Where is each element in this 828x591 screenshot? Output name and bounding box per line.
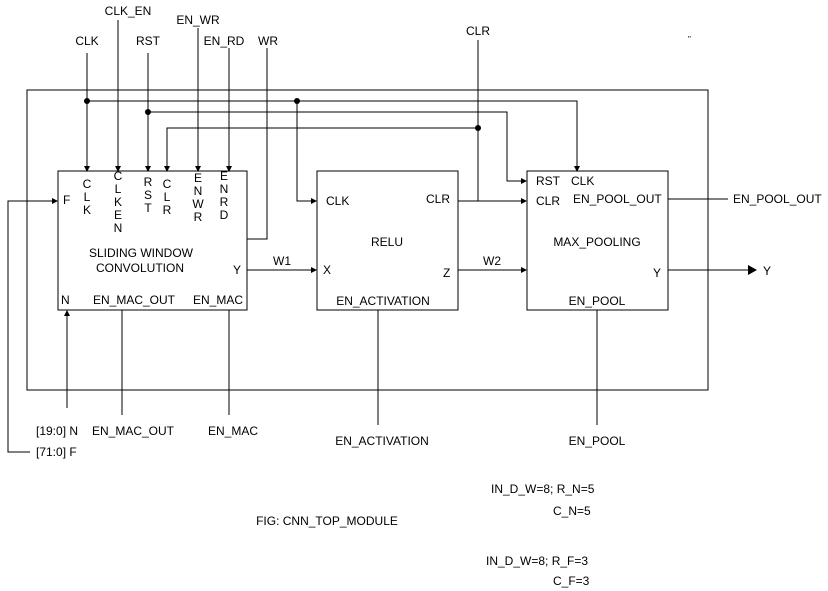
f-input-wire xyxy=(7,200,52,453)
en-activation-output-label: EN_ACTIVATION xyxy=(335,434,429,448)
conv-port-clken-letter: L xyxy=(115,182,122,196)
top-module-frame xyxy=(26,89,709,391)
conv-port-enwr-letter: R xyxy=(194,210,203,224)
pool-port-rst: RST xyxy=(536,174,561,188)
f-param-line2: C_F=3 xyxy=(553,574,590,588)
relu-clk-wire xyxy=(296,101,311,202)
en-wr-input-label: EN_WR xyxy=(176,13,220,27)
w2-label: W2 xyxy=(483,254,501,268)
relu-port-clk: CLK xyxy=(326,194,349,208)
rst-input-label: RST xyxy=(136,34,161,48)
clk-bus xyxy=(87,100,578,166)
clk-junction xyxy=(84,98,90,104)
pool-title: MAX_POOLING xyxy=(553,235,640,249)
conv-port-clk-letter: K xyxy=(83,203,91,217)
w2-arrow xyxy=(521,267,527,273)
en-pool-out-output-label: EN_POOL_OUT xyxy=(733,192,822,206)
wr-wire xyxy=(247,48,268,240)
en-rd-arrow xyxy=(226,166,232,172)
en-pool-output-label: EN_POOL xyxy=(569,434,626,448)
en-wr-arrow xyxy=(195,166,201,172)
relu-block xyxy=(316,170,459,311)
pool-block xyxy=(526,170,669,311)
w1-arrow xyxy=(311,267,317,273)
conv-port-clk-letter: C xyxy=(83,177,92,191)
conv-clr-arrow xyxy=(164,166,170,172)
en-mac-output-label: EN_MAC xyxy=(208,424,258,438)
conv-port-clken-letter: K xyxy=(114,195,122,209)
conv-port-clr-letter: L xyxy=(164,190,171,204)
conv-title-line1: SLIDING WINDOW xyxy=(89,246,194,260)
rst-arrow xyxy=(145,166,151,172)
rst-bus xyxy=(148,111,521,182)
w1-label: W1 xyxy=(273,254,291,268)
conv-port-rst-letter: T xyxy=(144,201,152,215)
wr-input-label: WR xyxy=(258,34,278,48)
conv-port-rst-letter: R xyxy=(144,175,153,189)
pool-clr-arrow xyxy=(521,198,527,204)
n-input-label: [19:0] N xyxy=(36,424,78,438)
relu-port-z: Z xyxy=(443,266,450,280)
clk-input-label: CLK xyxy=(75,34,98,48)
pool-rst-arrow xyxy=(521,178,527,184)
f-param-line1: IN_D_W=8; R_F=3 xyxy=(486,554,588,568)
clk-en-input-label: CLK_EN xyxy=(105,4,152,18)
y-output-label: Y xyxy=(763,264,771,278)
relu-title: RELU xyxy=(371,235,403,249)
conv-port-clr-letter: R xyxy=(163,203,172,217)
pool-port-en-pool: EN_POOL xyxy=(569,294,626,308)
stray-mark: " xyxy=(688,35,691,44)
clk-en-arrow xyxy=(115,166,121,172)
conv-port-enrd-letter: R xyxy=(220,195,229,209)
en-rd-input-label: EN_RD xyxy=(204,34,245,48)
conv-block xyxy=(57,170,248,311)
conv-port-clk-letter: L xyxy=(84,190,91,204)
conv-port-y: Y xyxy=(233,263,241,277)
clk-arrow xyxy=(84,166,90,172)
clr-bus xyxy=(166,127,478,166)
conv-port-en-mac: EN_MAC xyxy=(193,293,243,307)
relu-port-clr: CLR xyxy=(426,192,450,206)
conv-port-clken-letter: C xyxy=(114,169,123,183)
clr-wire xyxy=(477,40,521,202)
conv-port-en-mac-out: EN_MAC_OUT xyxy=(93,293,176,307)
conv-port-enrd-letter: E xyxy=(220,169,228,183)
conv-title-line2: CONVOLUTION xyxy=(96,261,184,275)
y-output-arrow xyxy=(748,265,757,275)
conv-port-rst-letter: S xyxy=(144,188,152,202)
conv-port-enrd-letter: D xyxy=(220,208,229,222)
pool-port-y: Y xyxy=(653,266,661,280)
clr-junction xyxy=(475,125,481,131)
conv-port-clken-letter: E xyxy=(114,208,122,222)
n-input-arrow xyxy=(64,310,70,316)
pool-clk-arrow xyxy=(574,166,580,172)
conv-port-clr-letter: C xyxy=(163,177,172,191)
n-param-line1: IN_D_W=8; R_N=5 xyxy=(491,482,595,496)
pool-port-clk: CLK xyxy=(571,174,594,188)
conv-port-clken-letter: N xyxy=(114,221,123,235)
en-mac-out-output-label: EN_MAC_OUT xyxy=(92,424,175,438)
f-input-label: [71:0] F xyxy=(36,445,77,459)
conv-port-f: F xyxy=(63,193,70,207)
clr-input-label: CLR xyxy=(466,24,490,38)
relu-port-x: X xyxy=(323,263,331,277)
n-param-line2: C_N=5 xyxy=(553,504,591,518)
relu-port-en-activation: EN_ACTIVATION xyxy=(336,294,430,308)
pool-port-clr: CLR xyxy=(536,194,560,208)
f-input-arrow xyxy=(52,198,58,204)
conv-port-enwr-letter: E xyxy=(194,171,202,185)
figure-caption: FIG: CNN_TOP_MODULE xyxy=(256,514,398,528)
conv-port-enwr-letter: W xyxy=(192,197,204,211)
rst-junction xyxy=(145,109,151,115)
relu-clk-junction xyxy=(294,98,300,104)
relu-clk-arrow xyxy=(311,198,317,204)
conv-port-enwr-letter: N xyxy=(194,184,203,198)
conv-port-enrd-letter: N xyxy=(220,182,229,196)
pool-port-en-pool-out: EN_POOL_OUT xyxy=(573,192,662,206)
conv-port-n: N xyxy=(61,293,70,307)
